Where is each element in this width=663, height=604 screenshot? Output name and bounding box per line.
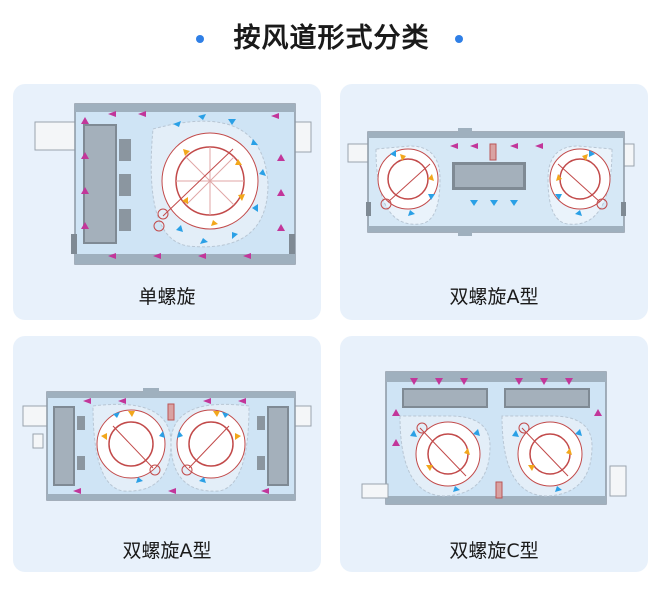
card-label-double-spiral-c: 双螺旋C型 [449,540,539,562]
single-spiral-diagram [34,103,312,265]
title-bullet-left [196,35,204,43]
card-double-spiral-a-top: 双螺旋A型 [340,84,648,320]
title-bullet-right [455,35,463,43]
card-double-spiral-a-bottom: 双螺旋A型 [13,336,321,572]
card-double-spiral-c: 双螺旋C型 [340,336,648,572]
card-label-double-spiral-a-bottom: 双螺旋A型 [122,540,212,562]
double-spiral-c-diagram [361,371,627,505]
header: 按风道形式分类 [0,0,663,80]
card-single-spiral: 单螺旋 [13,84,321,320]
double-spiral-a-bottom-diagram [22,388,312,501]
double-spiral-a-top-diagram [347,128,635,236]
card-label-single-spiral: 单螺旋 [138,286,196,308]
page-title: 按风道形式分类 [233,23,430,54]
card-label-double-spiral-a-top: 双螺旋A型 [449,286,539,308]
